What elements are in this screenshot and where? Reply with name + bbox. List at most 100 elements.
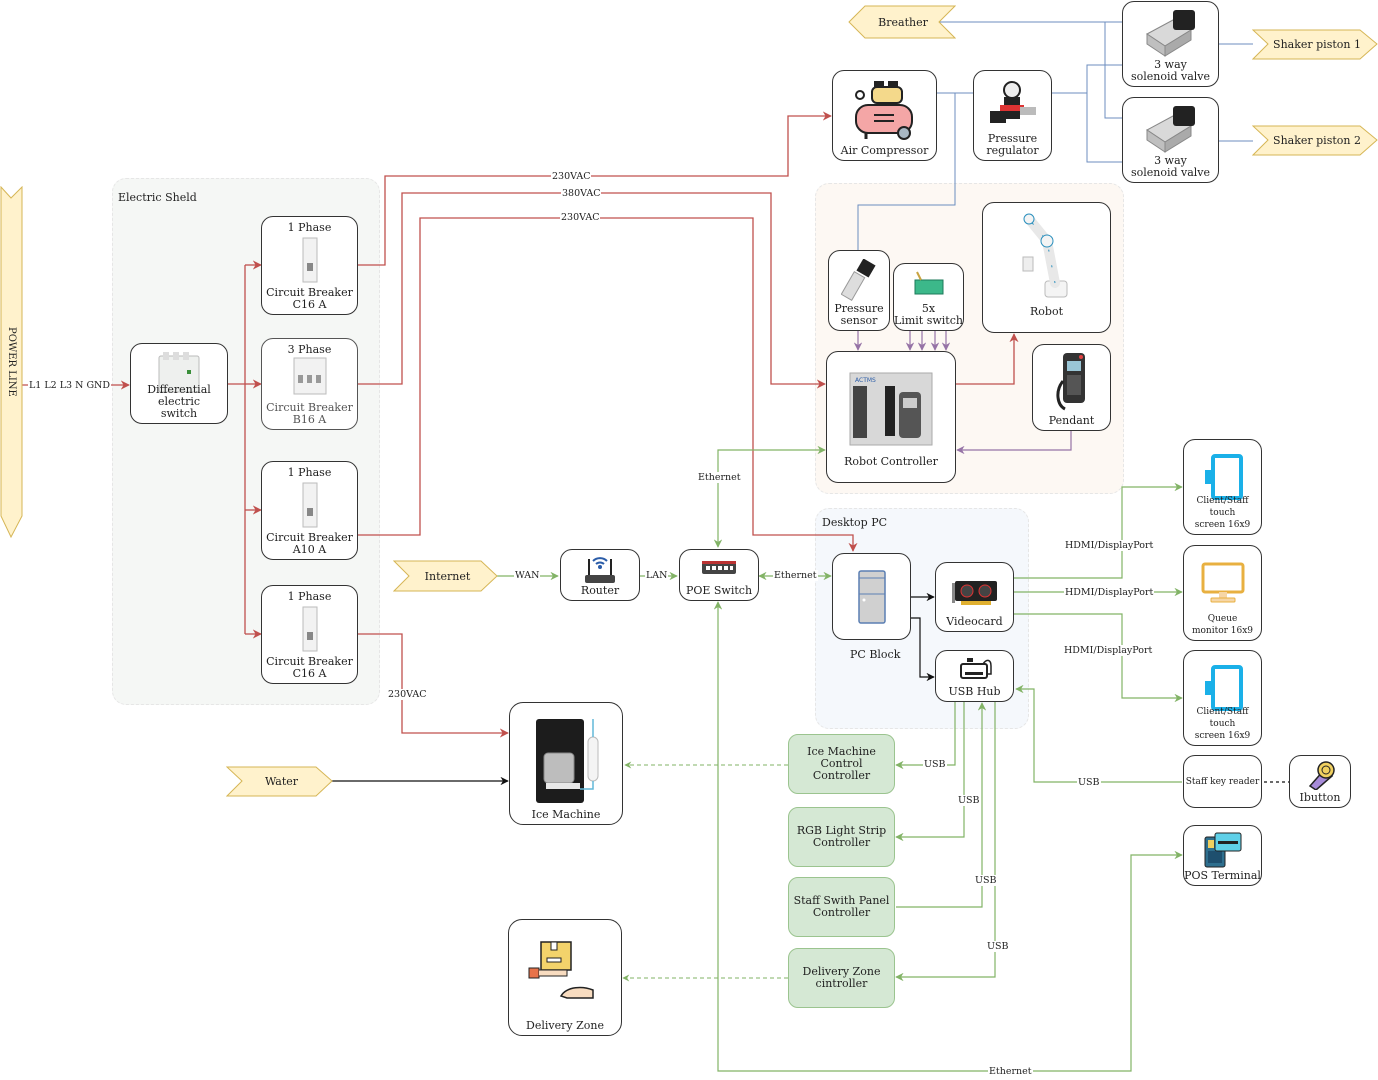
net-eth-rc bbox=[713, 445, 826, 548]
differential-switch-icon bbox=[158, 352, 200, 393]
pressure-sensor-icon bbox=[841, 259, 876, 301]
desktop-pc-label: Desktop PC bbox=[822, 516, 888, 529]
robot-label: Robot bbox=[1030, 305, 1063, 318]
delivery-zone-node[interactable]: Delivery Zone bbox=[508, 919, 622, 1036]
internet-tag: Internet bbox=[393, 560, 498, 592]
water-label: Water bbox=[264, 775, 299, 788]
robot-arm-icon bbox=[1022, 213, 1067, 298]
touch-screen-icon bbox=[1204, 454, 1243, 500]
usb-delivery bbox=[895, 702, 996, 982]
hdmi-touch2 bbox=[1014, 613, 1183, 703]
air-compressor-node[interactable]: Air Compressor bbox=[832, 70, 937, 161]
label-lan: LAN bbox=[645, 570, 669, 581]
ibutton-node[interactable]: Ibutton bbox=[1289, 755, 1351, 808]
graphics-card-icon bbox=[951, 581, 997, 605]
cb4-phase: 1 Phase bbox=[287, 590, 332, 603]
label-380vac: 380VAC bbox=[561, 188, 602, 199]
poe-switch-node[interactable]: POE Switch bbox=[679, 549, 759, 601]
router-node[interactable]: Router bbox=[560, 549, 640, 601]
breather-tag: Breather bbox=[848, 5, 956, 39]
wire-rc-robot bbox=[955, 333, 1019, 385]
pos-terminal-node[interactable]: POS Terminal bbox=[1183, 825, 1262, 886]
label-usb-ice: USB bbox=[923, 759, 947, 770]
breather-label: Breather bbox=[878, 15, 928, 29]
pendant-label: Pendant bbox=[1048, 414, 1095, 427]
pneumatic-regulator-valves bbox=[1052, 64, 1122, 163]
pressure-regulator-icon bbox=[989, 81, 1036, 123]
network-switch-icon bbox=[702, 561, 736, 574]
robot-controller-node[interactable]: ACTMS Robot Controller bbox=[826, 351, 956, 483]
breaker-1p-icon bbox=[302, 237, 317, 283]
ibutton-key-icon bbox=[1308, 761, 1335, 790]
wire-230vac-ice bbox=[358, 633, 509, 738]
label-usb-key: USB bbox=[1077, 777, 1101, 788]
pendant-node[interactable]: Pendant bbox=[1032, 344, 1111, 431]
monitor-icon bbox=[1201, 562, 1244, 603]
label-230vac-c: 230VAC bbox=[387, 689, 428, 700]
pc-block-label: PC Block bbox=[850, 648, 901, 661]
pc-block-node[interactable] bbox=[832, 553, 911, 640]
label-eth-rc: Ethernet bbox=[697, 472, 742, 483]
label-wan: WAN bbox=[514, 570, 541, 581]
breaker-1p-icon bbox=[302, 482, 317, 528]
poe-switch-label: POE Switch bbox=[685, 584, 753, 597]
usb-rgb bbox=[895, 702, 965, 842]
differential-switch-label: Differential electric switch bbox=[147, 383, 211, 420]
robot-node[interactable]: Robot bbox=[982, 202, 1111, 333]
internet-label: Internet bbox=[424, 569, 471, 583]
label-hdmi2: HDMI/DisplayPort bbox=[1064, 587, 1155, 598]
air-compressor-label: Air Compressor bbox=[840, 144, 929, 157]
wire-230vac-pc bbox=[358, 217, 858, 552]
usb-key bbox=[1015, 684, 1182, 783]
wire-diff-bus bbox=[228, 265, 246, 634]
electric-shield-label: Electric Sheld bbox=[118, 191, 197, 204]
shaker-piston-1-label: Shaker piston 1 bbox=[1273, 38, 1361, 51]
ice-machine-node[interactable]: Ice Machine bbox=[509, 702, 623, 825]
differential-switch-node[interactable]: Differential electric switch bbox=[130, 343, 228, 424]
label-230vac-a: 230VAC bbox=[551, 171, 592, 182]
staff-key-reader-node[interactable]: Staff key reader bbox=[1183, 755, 1262, 808]
router-label: Router bbox=[580, 584, 620, 597]
robot-controller-icon: ACTMS bbox=[849, 372, 933, 446]
pos-terminal-icon bbox=[1204, 832, 1241, 868]
usb-panel bbox=[896, 702, 987, 908]
videocard-label: Videocard bbox=[946, 615, 1003, 628]
delivery-zone-label: Delivery Zone bbox=[526, 1019, 604, 1032]
shaker-piston-2-label: Shaker piston 2 bbox=[1273, 134, 1361, 147]
solenoid-valve-icon bbox=[1145, 10, 1195, 57]
label-mains: L1 L2 L3 N GND bbox=[28, 380, 111, 391]
ibutton-label: Ibutton bbox=[1299, 791, 1341, 804]
usb-hub-icon bbox=[959, 658, 992, 679]
label-usb-panel: USB bbox=[974, 875, 998, 886]
limit-switch-icon bbox=[914, 271, 943, 295]
ice-machine-icon bbox=[536, 719, 599, 803]
pos-terminal-label: POS Terminal bbox=[1184, 869, 1261, 882]
label-eth-pos: Ethernet bbox=[988, 1066, 1033, 1077]
videocard-node[interactable]: Videocard bbox=[935, 562, 1014, 632]
usb-hub-node[interactable]: USB Hub bbox=[935, 650, 1014, 702]
